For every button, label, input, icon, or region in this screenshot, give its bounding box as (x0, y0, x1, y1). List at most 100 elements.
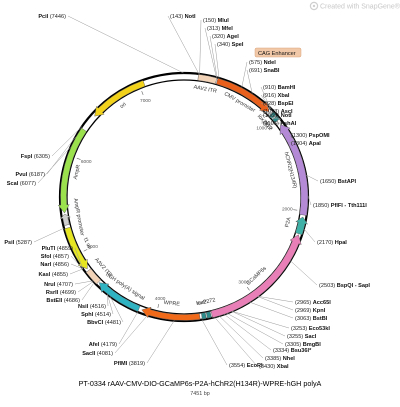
site-ecori[interactable]: (3554) EcoRI (229, 363, 263, 369)
site-leader-line (70, 263, 83, 270)
site-eco53ki[interactable]: (3253) Eco53kI (291, 326, 330, 332)
site-leader-line (307, 195, 312, 206)
site-spei[interactable]: (340) SpeI (217, 42, 244, 48)
site-bspei[interactable]: (928) BspEI (263, 101, 294, 107)
site-saci[interactable]: (3255) SacI (287, 334, 317, 340)
site-pshai[interactable]: (1106) PshAI (263, 121, 297, 127)
site-pspomi[interactable]: (1300) PspOMI (291, 133, 330, 139)
site-leader-line (305, 174, 319, 182)
site-hpai[interactable]: (2170) HpaI (317, 240, 347, 246)
site-snabi[interactable]: (691) SnaBI (249, 68, 280, 74)
feature-cmv-promoter[interactable] (215, 77, 270, 112)
site-bstapi[interactable]: (1650) BstAPI (320, 179, 357, 185)
site-noti[interactable]: (1065) NotI (263, 113, 292, 119)
site-nsii[interactable]: NsiI (4516) (78, 304, 106, 310)
site-name: AgeI (227, 34, 240, 40)
site-nhei[interactable]: (3385) NheI (265, 356, 295, 362)
scale-tick (246, 286, 250, 291)
site-name: BstBI (313, 316, 328, 322)
site-pflmi[interactable]: PflMI (3819) (114, 361, 145, 367)
site-sacii[interactable]: SacII (4081) (82, 351, 113, 357)
feature-p2a[interactable] (295, 216, 309, 236)
site-psii[interactable]: PsiI (5287) (4, 240, 32, 246)
feature-label: ori (119, 102, 127, 110)
site-nari[interactable]: NarI (4856) (40, 262, 69, 268)
site-acc65i[interactable]: (2965) Acc65I (295, 300, 331, 306)
site-bsteii[interactable]: BstEII (4686) (46, 298, 80, 304)
site-leader-line (199, 19, 202, 74)
site-xbai[interactable]: (3430) XbaI (259, 364, 289, 370)
site-position: (1850) (313, 203, 331, 209)
feature-ampr-promoter[interactable] (59, 213, 71, 226)
site-bmgbi[interactable]: (3305) BmgBI (285, 342, 321, 348)
feature-hchr2-h134r[interactable] (279, 124, 309, 216)
site-position: (2503) (319, 283, 337, 289)
site-ndei[interactable]: (575) NdeI (249, 60, 276, 66)
scale-tick (83, 249, 88, 252)
site-leader-line (260, 114, 282, 120)
site-bstbi[interactable]: (3063) BstBI (295, 316, 328, 322)
cag-enhancer-label: CAG Enhancer (258, 51, 296, 57)
site-pcii[interactable]: PciI (7446) (38, 14, 66, 20)
site-position: (3385) (265, 356, 283, 362)
site-position: (6077) (18, 181, 36, 187)
site-label: (1065) NotI (263, 113, 292, 119)
feature-lox2272[interactable] (205, 311, 212, 319)
feature-aav2-itr[interactable] (85, 268, 102, 285)
site-position: (4859) (55, 246, 73, 252)
site-leader-line (209, 35, 218, 78)
site-fspi[interactable]: FspI (6305) (21, 154, 50, 160)
site-apai[interactable]: (1304) ApaI (291, 141, 321, 147)
site-pvui[interactable]: PvuI (6187) (15, 172, 45, 178)
site-bamhi[interactable]: (910) BamHI (263, 85, 296, 91)
site-noti[interactable]: (143) NotI (170, 14, 196, 20)
site-rsrii[interactable]: RsrII (4699) (46, 290, 76, 296)
site-name: BmgBI (303, 342, 321, 348)
feature-f1-ori[interactable] (64, 226, 88, 270)
site-bsu36i[interactable]: (3334) Bsu36I* (273, 348, 312, 354)
feature-loxp[interactable] (272, 115, 280, 123)
site-pluti[interactable]: PluTI (4859) (42, 246, 74, 252)
site-kasi[interactable]: KasI (4855) (38, 272, 68, 278)
scale-tick (157, 303, 160, 309)
feature-hgh-poly-a-signal[interactable] (98, 282, 141, 312)
site-label: (3253) Eco53kI (291, 326, 330, 332)
site-kpni[interactable]: (2969) KpnI (295, 308, 326, 314)
site-bbvci[interactable]: BbvCI (4481) (87, 320, 121, 326)
site-mfei[interactable]: (313) MfeI (207, 26, 233, 32)
site-leader-line (260, 86, 271, 108)
site-name: ScaI (7, 181, 19, 187)
site-leader-line (218, 315, 264, 359)
site-label: (910) BamHI (263, 85, 296, 91)
feature-wpre[interactable] (141, 306, 201, 321)
site-xbai[interactable]: (916) XbaI (263, 93, 290, 99)
site-label: NsiI (4516) (78, 304, 106, 310)
site-leader-lines (33, 15, 319, 367)
site-name: NruI (44, 282, 56, 288)
site-label: (1650) BstAPI (320, 179, 357, 185)
site-sphi[interactable]: SphI (4514) (81, 312, 111, 318)
site-position: (3430) (259, 364, 277, 370)
site-label: (313) MfeI (207, 26, 233, 32)
plasmid-title: PT-0334 rAAV-CMV-DIO-GCaMP6s-P2A-hChR2(H… (79, 379, 322, 388)
snapgene-watermark: Created with SnapGene® (309, 1, 400, 11)
feature-loxp[interactable] (201, 312, 207, 320)
site-asci[interactable]: (1053) AscI (263, 109, 293, 115)
site-sfoi[interactable]: SfoI (4857) (41, 254, 69, 260)
site-name: ApaI (309, 141, 322, 147)
site-afei[interactable]: AfeI (4179) (89, 342, 117, 348)
feature-aav2-itr[interactable] (197, 74, 218, 85)
site-pflfi-tth111i[interactable]: (1850) PflFI - Tth111I (313, 203, 367, 209)
site-nrui[interactable]: NruI (4707) (44, 282, 73, 288)
site-agei[interactable]: (320) AgeI (212, 34, 239, 40)
site-label: FspI (6305) (21, 154, 50, 160)
site-mlui[interactable]: (150) MluI (203, 18, 229, 24)
feature-ampr[interactable] (57, 127, 87, 214)
site-name: BamHI (278, 85, 296, 91)
site-bspqi-sapi[interactable]: (2503) BspQI - SapI (319, 283, 370, 289)
site-position: (3819) (127, 361, 145, 367)
feature-ori[interactable] (94, 80, 146, 117)
site-scai[interactable]: ScaI (6077) (7, 181, 36, 187)
site-name: FspI (21, 154, 33, 160)
feature-gcamp6s[interactable] (210, 234, 302, 318)
